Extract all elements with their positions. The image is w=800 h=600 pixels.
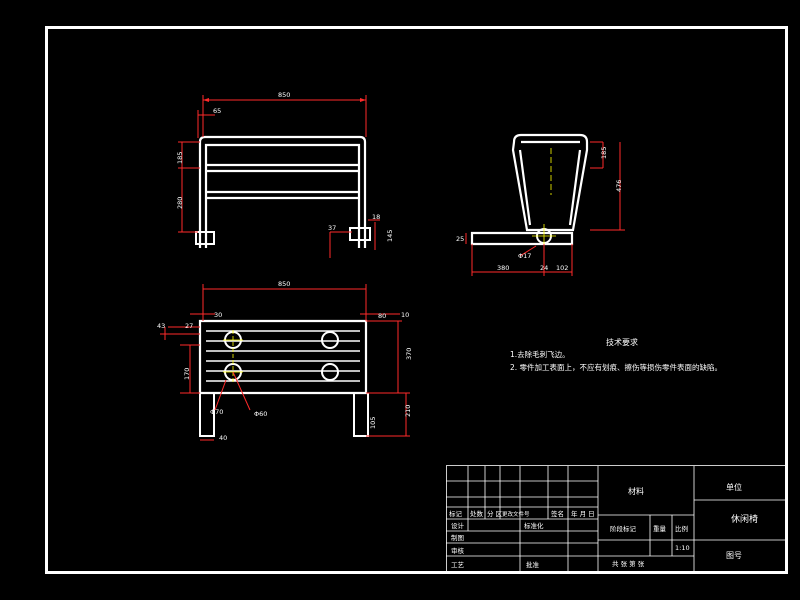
- side-dim-b1: 24: [540, 264, 548, 272]
- side-dim-height: 476: [615, 180, 623, 192]
- tech-requirements: 技术要求 1.去除毛刺飞边。 2. 零件加工表面上，不应有划痕、擦伤等损伤零件表…: [510, 337, 722, 372]
- top-view-bolt-4: [321, 363, 339, 381]
- front-dim-upper-height: 185: [176, 152, 184, 164]
- tech-req-title: 技术要求: [606, 337, 638, 347]
- title-block: 标记 处数 分 区 更改文件号 签名 年 月 日 设计 标准化 制图 审核 工艺…: [446, 465, 787, 573]
- top-view: 850 30 80 10 43 27 170 370 210 Φ70 Φ60 4…: [157, 280, 413, 442]
- top-view-slats: [206, 330, 360, 382]
- side-dim-b2: 102: [556, 264, 568, 272]
- tb-design: 设计: [451, 521, 465, 530]
- side-view-frame: [511, 133, 589, 232]
- tb-process: 工艺: [451, 561, 465, 569]
- top-dim-right-small: 105: [369, 417, 377, 429]
- top-dim-left-27: 27: [185, 322, 193, 330]
- front-dim-top-offset: 65: [213, 107, 221, 115]
- outer-frame: [45, 26, 788, 574]
- front-view-dimensions: [178, 95, 380, 258]
- tb-zone: 分 区: [487, 509, 503, 518]
- tb-material: 材料: [628, 486, 644, 496]
- tb-scale-value: 1:10: [675, 544, 690, 552]
- tb-change: 更改文件号: [502, 510, 530, 518]
- front-view-frame: [198, 135, 367, 248]
- front-dim-width: 850: [278, 91, 290, 99]
- top-dim-right-210: 210: [404, 405, 412, 417]
- tb-stage-mark: 阶段标记: [610, 524, 637, 533]
- top-dim-right-a: 80: [378, 312, 386, 320]
- top-dim-phi-small: Φ70: [210, 408, 223, 416]
- tb-review: 审核: [451, 546, 465, 555]
- tb-drawing: 制图: [451, 533, 464, 542]
- top-dim-left-43: 43: [157, 322, 165, 330]
- top-dim-right-370: 370: [405, 348, 413, 360]
- side-view-dimensions: [465, 141, 625, 276]
- side-dim-top: 185: [600, 147, 608, 159]
- top-dim-width: 850: [278, 280, 290, 288]
- tb-sign: 签名: [551, 509, 564, 518]
- tech-req-item-1: 1.去除毛刺飞边。: [510, 349, 570, 359]
- top-view-legs: [199, 393, 369, 437]
- top-dim-left-170: 170: [183, 368, 191, 380]
- side-view: 185 476 25 Φ17 380 24 102: [456, 133, 625, 276]
- side-view-base: [470, 231, 574, 246]
- tb-approve: 批准: [526, 560, 540, 569]
- top-view-bolt-3: [321, 331, 339, 349]
- top-view-dimensions: [160, 284, 410, 441]
- tb-count: 处数: [470, 509, 484, 518]
- tb-date: 年 月 日: [571, 509, 595, 518]
- top-dim-right-b: 10: [401, 311, 409, 319]
- tech-req-item-2: 2. 零件加工表面上，不应有划痕、擦伤等损伤零件表面的缺陷。: [510, 362, 722, 372]
- tb-scale-label: 比例: [675, 524, 688, 533]
- front-view-legs: [195, 227, 371, 245]
- side-dim-phi: Φ17: [518, 252, 531, 260]
- tb-weight: 重量: [653, 525, 667, 533]
- tb-mark: 标记: [449, 509, 463, 518]
- top-dim-left-offset: 30: [214, 311, 222, 319]
- top-dim-bottom: 40: [219, 434, 227, 442]
- side-dim-base: 380: [497, 264, 509, 272]
- tb-drawing-number: 图号: [726, 551, 742, 560]
- front-dim-detail-a: 37: [328, 224, 336, 232]
- front-view: 850 65 185 280 37 18 145: [176, 91, 394, 258]
- front-dim-detail-c: 145: [386, 230, 394, 242]
- tb-drawing-name: 休闲椅: [731, 513, 758, 525]
- side-dim-left-small: 25: [456, 235, 464, 243]
- side-view-centerlines: [532, 148, 556, 250]
- tb-company: 单位: [726, 482, 742, 492]
- front-dim-detail-b: 18: [372, 213, 380, 221]
- top-dim-phi-large: Φ60: [254, 410, 267, 418]
- tb-standard: 标准化: [524, 521, 544, 530]
- front-dim-lower-height: 280: [176, 197, 184, 209]
- tb-sheet-info: 共 张 第 张: [612, 559, 645, 568]
